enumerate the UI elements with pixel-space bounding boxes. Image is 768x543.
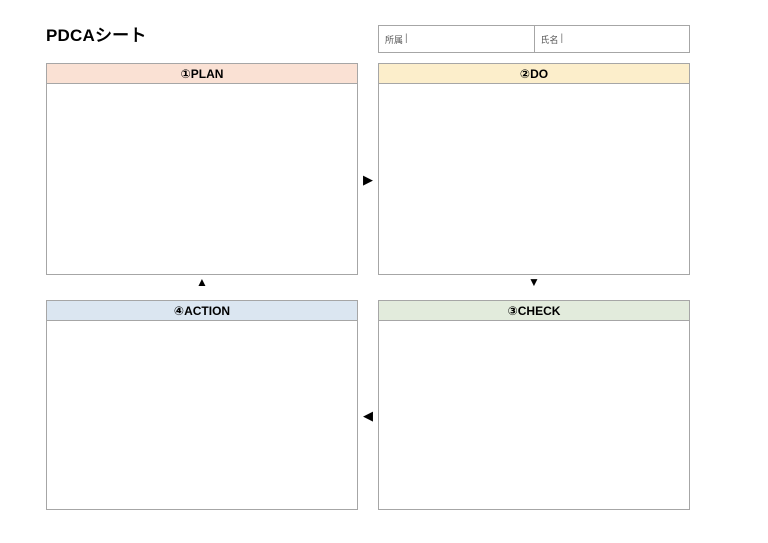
affiliation-field[interactable]: 所属 | [379, 26, 535, 52]
panel-check-header: ③CHECK [379, 301, 689, 321]
panel-action-header: ④ACTION [47, 301, 357, 321]
panel-plan-header: ①PLAN [47, 64, 357, 84]
affiliation-caret-icon: | [405, 33, 408, 44]
panel-do-header: ②DO [379, 64, 689, 84]
panel-action: ④ACTION [46, 300, 358, 510]
panel-plan-body[interactable] [47, 84, 357, 274]
name-field[interactable]: 氏名 | [535, 26, 690, 52]
panel-plan: ①PLAN [46, 63, 358, 275]
name-label: 氏名 [540, 34, 559, 45]
panel-do-body[interactable] [379, 84, 689, 274]
identity-fields: 所属 | 氏名 | [378, 25, 690, 53]
affiliation-label: 所属 [385, 34, 404, 45]
sheet-header: PDCAシート 所属 | 氏名 | [0, 0, 768, 60]
name-caret-icon: | [560, 33, 564, 44]
arrow-right-icon: ▶ [363, 172, 373, 187]
panel-do: ②DO [378, 63, 690, 275]
arrow-left-icon: ◀ [363, 408, 373, 423]
page-title: PDCAシート [46, 26, 147, 45]
arrow-down-icon: ▼ [528, 275, 540, 289]
panel-check-body[interactable] [379, 321, 689, 509]
panel-check: ③CHECK [378, 300, 690, 510]
panel-action-body[interactable] [47, 321, 357, 509]
arrow-up-icon: ▲ [196, 275, 208, 289]
